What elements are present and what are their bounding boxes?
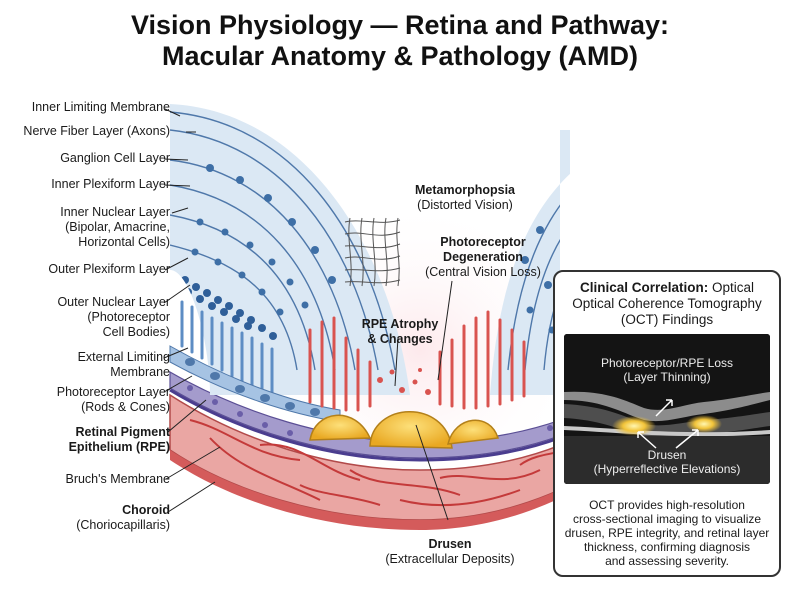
label-inner-plexiform-layer: Inner Plexiform Layer: [51, 177, 170, 191]
label-onl-line1: Outer Nuclear Layer: [57, 295, 170, 309]
leader-lines: [163, 108, 453, 521]
label-inl-line1: Inner Nuclear Layer: [60, 205, 170, 219]
oct-scan-svg: [564, 334, 770, 484]
oct-label-drusen-line2: (Hyperreflective Elevations): [593, 462, 741, 476]
page-title: Vision Physiology — Retina and Pathway: …: [0, 10, 800, 72]
label-choroid-line1: Choroid: [122, 503, 170, 517]
photoreceptor-band-nuclei: [185, 358, 320, 416]
label-ganglion-cell-layer: Ganglion Cell Layer: [60, 151, 170, 165]
note-metamorphopsia: Metamorphopsia (Distorted Vision): [400, 183, 530, 213]
note-metamorphopsia-sub: (Distorted Vision): [417, 198, 513, 212]
title-line-2: Macular Anatomy & Pathology (AMD): [161, 41, 639, 71]
label-pr-line2: (Rods & Cones): [81, 400, 170, 414]
label-rpe-line2: Epithelium (RPE): [68, 440, 170, 454]
note-drusen-sub: (Extracellular Deposits): [385, 552, 515, 566]
note-rpe-atrophy-title2: & Changes: [367, 332, 433, 346]
label-nerve-fiber-layer: Nerve Fiber Layer (Axons): [23, 124, 170, 138]
oct-label-drusen: Drusen (Hyperreflective Elevations): [564, 448, 770, 476]
label-external-limiting-membrane: External Limiting Membrane: [78, 350, 170, 380]
note-degen-sub: (Central Vision Loss): [425, 265, 541, 279]
distorted-grid-icon: [344, 217, 401, 287]
panel-body-line2: cross-sectional imaging to visualize: [572, 512, 762, 526]
label-elm-line2: Membrane: [110, 365, 170, 379]
photoreceptor-fragments: [377, 368, 431, 395]
choroid-vessels: [189, 419, 601, 507]
note-degen-title1: Photoreceptor: [440, 235, 526, 249]
label-pr-line1: Photoreceptor Layer: [56, 385, 170, 399]
note-photoreceptor-degeneration: Photoreceptor Degeneration (Central Visi…: [418, 235, 548, 280]
panel-title-line1: Clinical Correlation: Optical: [555, 280, 779, 296]
label-inl-line3: Horizontal Cells): [78, 235, 170, 249]
oct-scan-image: Photoreceptor/RPE Loss (Layer Thinning) …: [564, 334, 770, 484]
panel-body-line3: drusen, RPE integrity, and retinal layer: [564, 526, 770, 540]
choroid-base: [170, 450, 610, 530]
label-inner-nuclear-layer: Inner Nuclear Layer (Bipolar, Amacrine, …: [60, 205, 170, 250]
panel-title: Clinical Correlation: Optical Optical Co…: [555, 280, 779, 328]
panel-body-line5: and assessing severity.: [605, 554, 729, 568]
label-onl-line2: (Photoreceptor: [87, 310, 170, 324]
oct-label-loss-line1: Photoreceptor/RPE Loss: [600, 356, 734, 370]
label-bruchs-membrane: Bruch's Membrane: [65, 472, 170, 486]
oct-label-loss-line2: (Layer Thinning): [623, 370, 711, 384]
note-rpe-atrophy: RPE Atrophy & Changes: [355, 317, 445, 347]
label-outer-plexiform-layer: Outer Plexiform Layer: [48, 262, 170, 276]
label-choroid-line2: (Choriocapillaris): [76, 518, 170, 532]
oct-label-drusen-line1: Drusen: [647, 448, 687, 462]
clinical-correlation-panel: Clinical Correlation: Optical Optical Co…: [553, 270, 781, 577]
label-inner-limiting-membrane: Inner Limiting Membrane: [31, 100, 170, 114]
label-choroid: Choroid (Choriocapillaris): [76, 503, 170, 533]
drusen-deposits: [309, 411, 499, 449]
note-metamorphopsia-title: Metamorphopsia: [414, 183, 515, 197]
note-drusen: Drusen (Extracellular Deposits): [370, 537, 530, 567]
panel-body-line1: OCT provides high-resolution: [589, 498, 745, 512]
title-line-1: Vision Physiology — Retina and Pathway:: [130, 10, 670, 40]
panel-title-line2: Optical Coherence Tomography: [572, 296, 762, 311]
label-elm-line1: External Limiting: [77, 350, 170, 364]
label-rpe-line1: Retinal Pigment: [75, 425, 170, 439]
label-inl-line2: (Bipolar, Amacrine,: [65, 220, 170, 234]
panel-title-line3: (OCT) Findings: [620, 312, 714, 327]
panel-body-line4: thickness, confirming diagnosis: [583, 540, 751, 554]
panel-title-bold: Clinical Correlation:: [579, 280, 709, 295]
oct-label-loss: Photoreceptor/RPE Loss (Layer Thinning): [564, 356, 770, 384]
label-outer-nuclear-layer: Outer Nuclear Layer (Photoreceptor Cell …: [57, 295, 170, 340]
photoreceptor-rods-left: [180, 300, 274, 400]
note-degen-title2: Degeneration: [443, 250, 523, 264]
label-rpe: Retinal Pigment Epithelium (RPE): [69, 425, 170, 455]
label-onl-line3: Cell Bodies): [102, 325, 170, 339]
panel-title-rest: Optical: [708, 280, 755, 295]
photoreceptor-degenerating: [308, 310, 526, 412]
note-drusen-title: Drusen: [428, 537, 472, 551]
note-rpe-atrophy-title1: RPE Atrophy: [361, 317, 439, 331]
panel-description: OCT provides high-resolution cross-secti…: [555, 498, 779, 568]
label-photoreceptor-layer: Photoreceptor Layer (Rods & Cones): [57, 385, 170, 415]
